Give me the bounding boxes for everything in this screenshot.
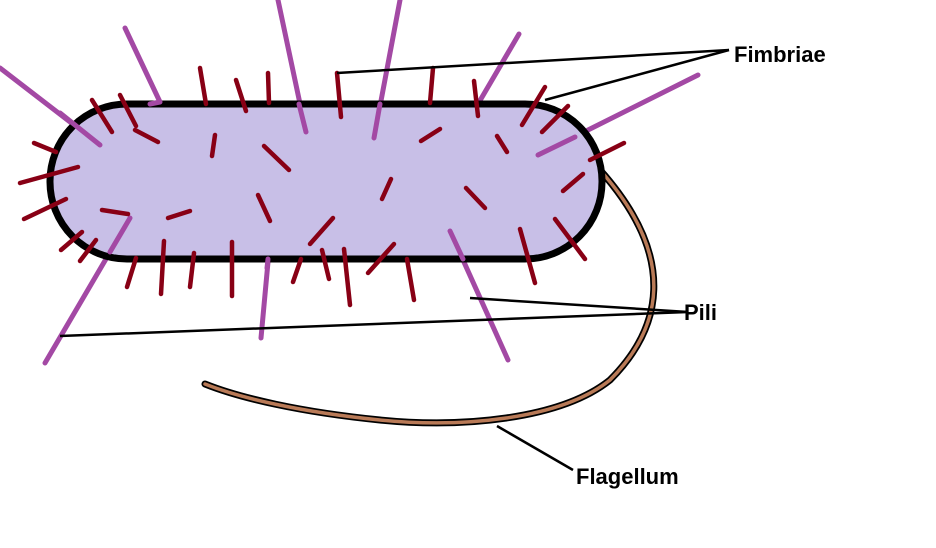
flagellum-leader — [496, 424, 574, 472]
fimbria — [255, 192, 273, 224]
fimbria — [77, 237, 99, 264]
fimbria — [307, 215, 336, 247]
fimbria — [404, 256, 417, 303]
fimbriae-group — [17, 65, 627, 308]
fimbria — [132, 127, 161, 145]
fimbria — [341, 246, 353, 308]
fimbria — [365, 241, 397, 276]
fimbriae-leader — [336, 48, 730, 75]
fimbria — [418, 126, 443, 144]
cell-body — [46, 100, 606, 263]
fimbria — [17, 164, 81, 186]
fimbria — [209, 132, 218, 159]
fimbria — [31, 140, 59, 155]
fimbria — [427, 65, 436, 106]
fimbria — [319, 247, 332, 282]
fimbria — [187, 250, 197, 290]
pili-leader — [469, 296, 689, 314]
fimbriae-label: Fimbriae — [734, 42, 826, 67]
fimbria — [265, 70, 272, 106]
fimbria — [99, 207, 131, 217]
flagellum-label: Flagellum — [576, 464, 679, 489]
fimbria — [197, 65, 209, 107]
fimbria — [517, 226, 538, 286]
pilus — [258, 259, 271, 341]
fimbria — [233, 77, 249, 114]
fimbria — [560, 171, 586, 194]
fimbria — [58, 229, 85, 253]
fimbria — [552, 216, 588, 262]
leader-lines — [59, 48, 730, 472]
fimbria — [165, 208, 193, 221]
fimbriae-leader — [544, 48, 730, 102]
fimbria — [117, 92, 139, 129]
fimbria — [519, 84, 548, 128]
fimbria — [290, 256, 304, 285]
pili-over-cell — [57, 99, 578, 271]
fimbria — [89, 97, 115, 135]
fimbria — [21, 196, 69, 222]
fimbria — [261, 143, 292, 173]
fimbria — [494, 133, 510, 155]
pili-label: Pili — [684, 300, 717, 325]
fimbria — [379, 176, 394, 202]
fimbria — [471, 78, 481, 119]
fimbria — [463, 185, 488, 211]
pili-leader — [59, 310, 689, 338]
flagellum — [201, 166, 658, 427]
pilus — [122, 25, 163, 105]
fimbria — [158, 238, 167, 297]
fimbria — [334, 70, 344, 120]
fimbria — [539, 103, 571, 135]
fimbria — [124, 255, 139, 290]
fimbria — [587, 140, 627, 163]
pilus — [475, 31, 522, 107]
